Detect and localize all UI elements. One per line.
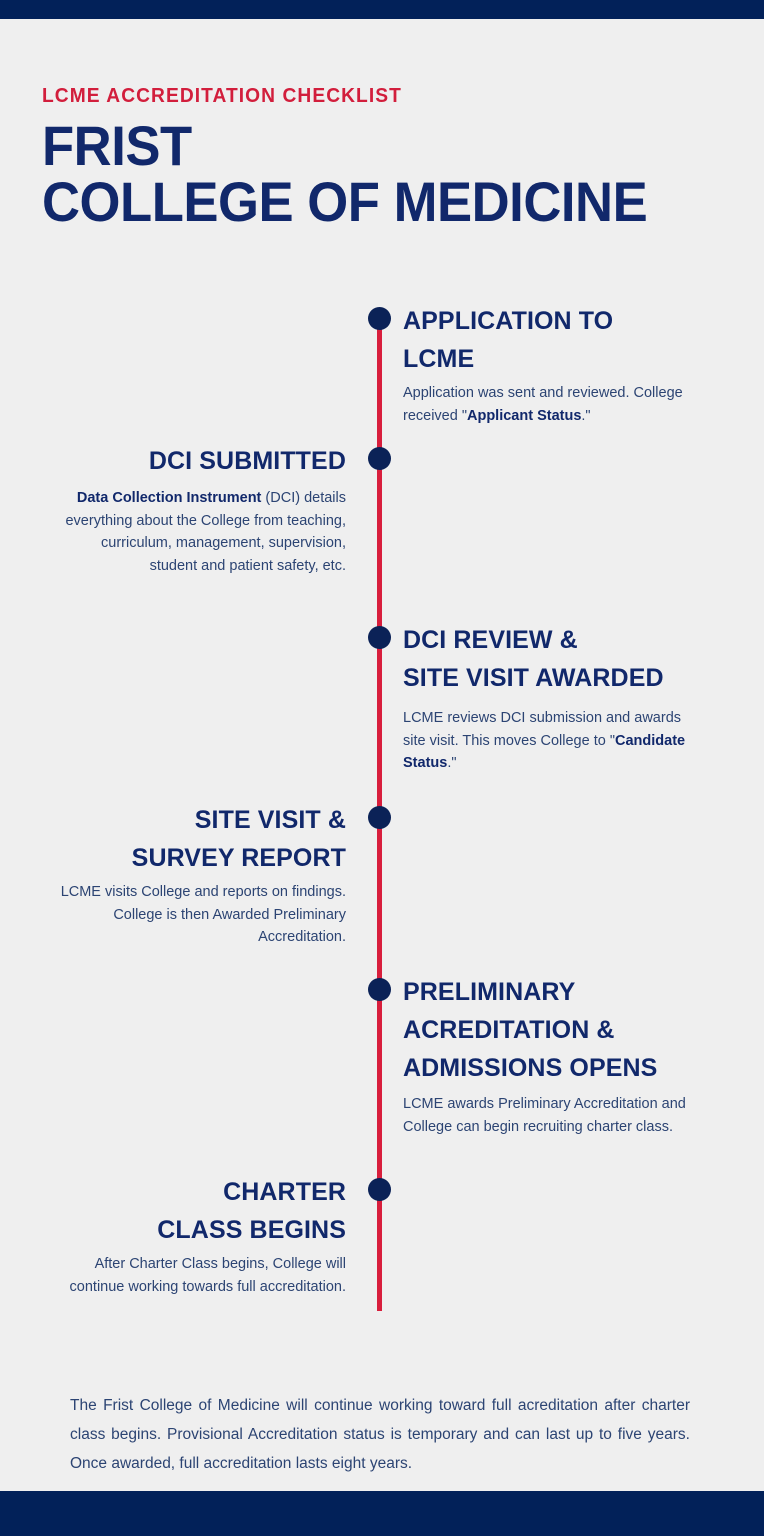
timeline-step-1: APPLICATION TO LCME Application was sent… (403, 302, 703, 427)
timeline-step-1-heading: APPLICATION TO LCME (403, 302, 703, 378)
timeline-step-4-heading-line-2: SURVEY REPORT (131, 844, 346, 872)
timeline-step-3-body-suffix: ." (447, 755, 457, 771)
timeline-step-3-body: LCME reviews DCI submission and awards s… (403, 707, 693, 775)
timeline-step-1-body-bold: Applicant Status (466, 407, 582, 424)
timeline-dot-2 (368, 447, 391, 470)
timeline-step-1-body: Application was sent and reviewed. Colle… (403, 382, 703, 427)
top-navy-bar (0, 0, 764, 19)
timeline-step-4: SITE VISIT & SURVEY REPORT LCME visits C… (58, 801, 346, 949)
timeline-step-2: DCI SUBMITTED Data Collection Instrument… (58, 442, 346, 577)
timeline-step-2-heading-line-1: DCI SUBMITTED (148, 447, 346, 475)
timeline-step-3-heading: DCI REVIEW & SITE VISIT AWARDED (403, 621, 693, 697)
header-kicker: LCME ACCREDITATION CHECKLIST (42, 85, 402, 107)
timeline-dot-4 (368, 806, 391, 829)
page-title-line-2: COLLEGE OF MEDICINE (42, 170, 648, 233)
timeline-step-1-body-prefix: Application was sent and reviewed. Colle… (403, 385, 683, 424)
timeline-step-5-heading-line-3: ADMISSIONS OPENS (403, 1054, 658, 1082)
timeline-dot-3 (368, 626, 391, 649)
timeline-step-4-body: LCME visits College and reports on findi… (58, 881, 346, 949)
timeline-step-1-heading-line-1: APPLICATION TO (403, 307, 614, 335)
timeline-step-3-heading-line-1: DCI REVIEW & (403, 626, 578, 654)
timeline-step-6-heading-line-2: CLASS BEGINS (157, 1216, 346, 1244)
timeline-dot-1 (368, 307, 391, 330)
timeline-step-6-body-prefix: After Charter Class begins, College will… (69, 1256, 346, 1295)
timeline-dot-6 (368, 1178, 391, 1201)
timeline-step-5-heading-line-2: ACREDITATION & (403, 1016, 615, 1044)
timeline-step-1-heading-line-2: LCME (403, 345, 475, 373)
timeline-step-3-heading-line-2: SITE VISIT AWARDED (403, 664, 664, 692)
timeline-step-1-body-suffix: ." (581, 407, 591, 424)
timeline-step-6-body: After Charter Class begins, College will… (58, 1253, 346, 1298)
timeline-step-3: DCI REVIEW & SITE VISIT AWARDED LCME rev… (403, 621, 693, 775)
timeline-step-3-body-bold: Candidate Status (403, 732, 686, 772)
timeline-step-5-heading: PRELIMINARY ACREDITATION & ADMISSIONS OP… (403, 973, 698, 1087)
timeline-step-5-body: LCME awards Preliminary Accreditation an… (403, 1093, 698, 1138)
timeline-step-2-body-suffix: (DCI) details everything about the Colle… (65, 490, 346, 574)
page-title: FRIST COLLEGE OF MEDICINE (42, 118, 700, 230)
timeline-step-5-heading-line-1: PRELIMINARY (403, 978, 576, 1006)
timeline-step-5-body-prefix: LCME awards Preliminary Accreditation an… (403, 1096, 686, 1135)
timeline-step-5: PRELIMINARY ACREDITATION & ADMISSIONS OP… (403, 973, 698, 1138)
timeline-step-2-body-bold: Data Collection Instrument (76, 490, 262, 506)
footnote-paragraph: The Frist College of Medicine will conti… (70, 1396, 690, 1472)
timeline-step-4-heading: SITE VISIT & SURVEY REPORT (58, 801, 346, 877)
timeline: APPLICATION TO LCME Application was sent… (58, 302, 703, 1311)
timeline-dot-5 (368, 978, 391, 1001)
timeline-step-6-heading-line-1: CHARTER (223, 1178, 346, 1206)
timeline-step-3-body-prefix: LCME reviews DCI submission and awards s… (403, 710, 682, 749)
header-block: LCME ACCREDITATION CHECKLIST FRIST COLLE… (42, 84, 742, 230)
timeline-step-2-heading: DCI SUBMITTED (58, 442, 346, 480)
timeline-step-6-heading: CHARTER CLASS BEGINS (58, 1173, 346, 1249)
timeline-step-6: CHARTER CLASS BEGINS After Charter Class… (58, 1173, 346, 1298)
page-title-line-1: FRIST (42, 114, 192, 177)
timeline-step-4-heading-line-1: SITE VISIT & (194, 806, 346, 834)
timeline-step-4-body-prefix: LCME visits College and reports on findi… (60, 884, 346, 945)
timeline-step-2-body: Data Collection Instrument (DCI) details… (58, 487, 346, 577)
bottom-navy-bar (0, 1491, 764, 1536)
